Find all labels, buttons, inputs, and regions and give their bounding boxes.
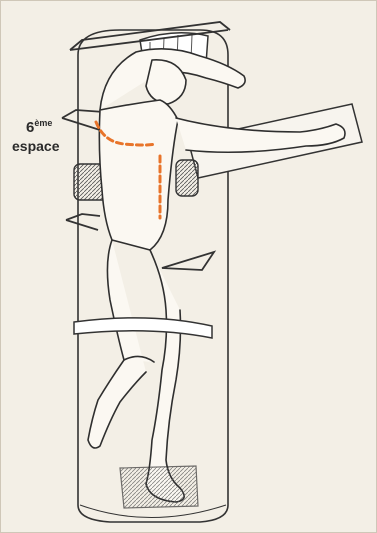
annotation-espace: espace xyxy=(12,139,59,153)
annotation-intercostal-number: 6ème xyxy=(26,119,52,135)
restraint-strap xyxy=(74,318,212,338)
foot-block xyxy=(120,466,198,508)
annotation-superscript: ème xyxy=(34,118,52,128)
